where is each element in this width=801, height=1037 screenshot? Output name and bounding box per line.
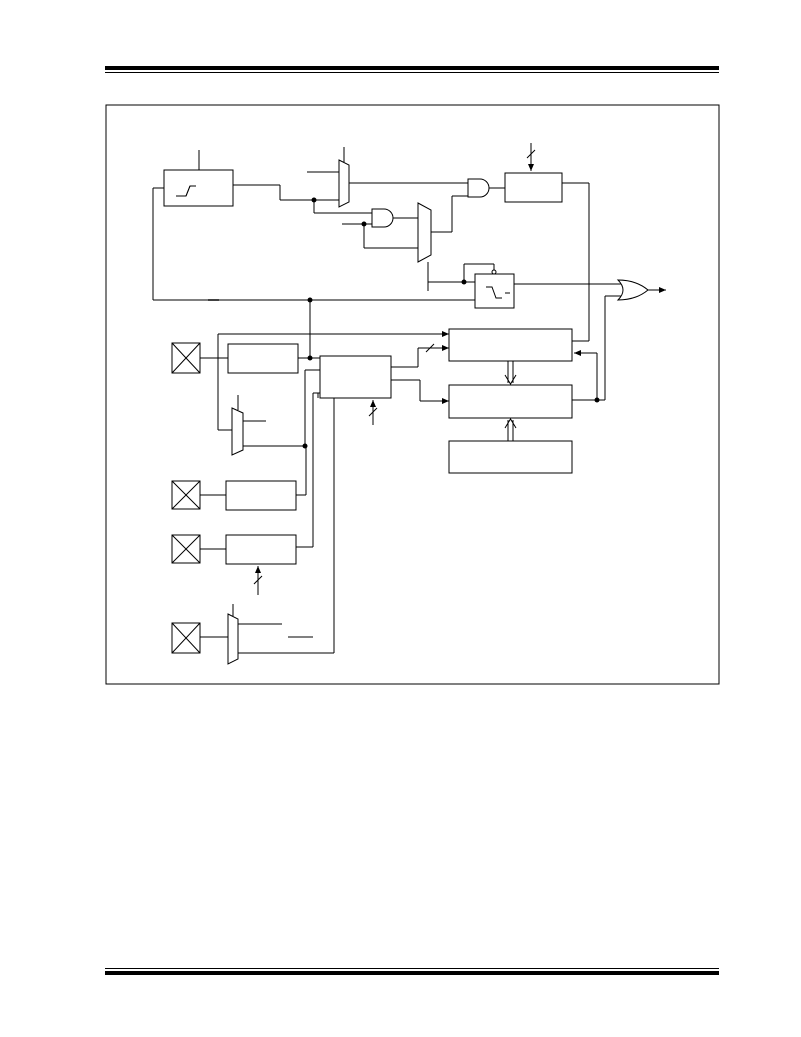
- falling-edge-block: [474, 273, 515, 309]
- register-block-c: [448, 440, 573, 474]
- transfer-arrow-ab: [504, 361, 517, 385]
- header-rule-thin: [105, 72, 719, 73]
- middle-mux: [417, 202, 432, 263]
- header-rule-thick: [105, 66, 719, 70]
- pin-3: [171, 534, 201, 564]
- and-gate-lower: [371, 208, 394, 228]
- pin-2-buffer: [225, 480, 297, 511]
- and-gate-upper: [467, 178, 490, 198]
- top-mux: [338, 147, 350, 208]
- small-mux-2: [227, 604, 239, 665]
- edge-detect-block: [163, 150, 234, 207]
- small-mux-1: [231, 395, 244, 456]
- upper-register-block: [504, 143, 563, 203]
- pin-3-buffer: [225, 534, 297, 565]
- pin-1: [171, 342, 201, 374]
- select-block: [319, 355, 392, 399]
- register-block-b: [448, 384, 573, 419]
- transfer-arrow-cb: [504, 418, 517, 441]
- pin-2: [171, 480, 201, 510]
- figure-frame: [105, 104, 720, 685]
- register-block-a: [448, 328, 573, 362]
- or-gate: [616, 279, 649, 301]
- pin-4: [171, 622, 201, 654]
- pin-1-buffer: [227, 343, 299, 374]
- footer-rule-thin: [105, 968, 719, 969]
- footer-rule-thick: [105, 971, 719, 975]
